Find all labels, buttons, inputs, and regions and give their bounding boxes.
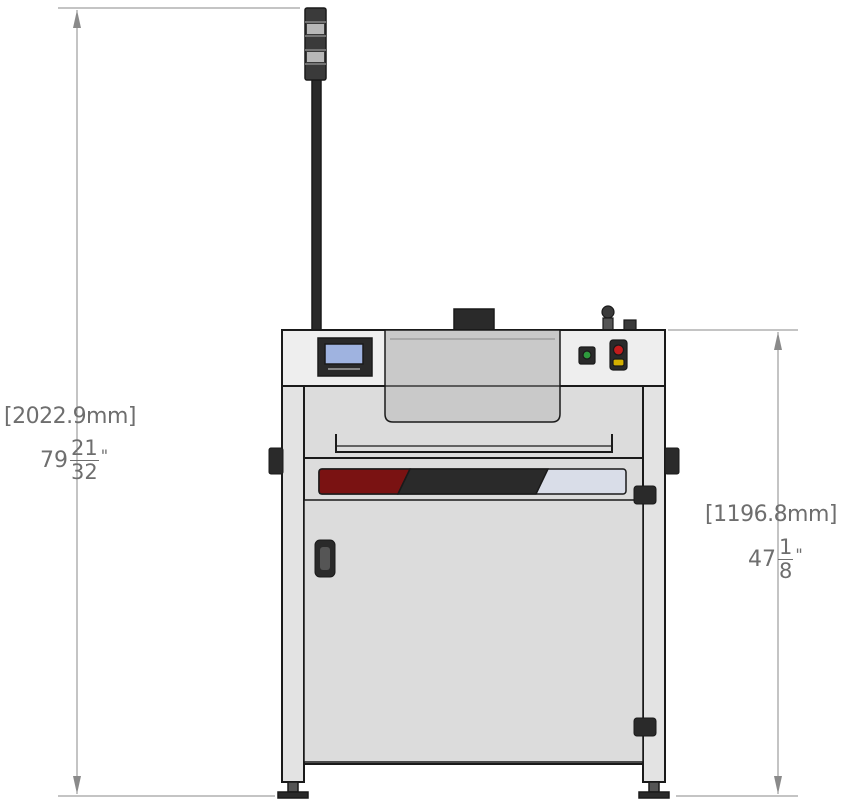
- overall-height-arrow-bottom: [73, 776, 81, 794]
- frame-height-dimension: [668, 329, 798, 797]
- frame-right-post: [642, 329, 666, 783]
- frame-height-inch-unit: ": [795, 545, 803, 564]
- frame-left-post: [281, 329, 305, 783]
- right-side-mount: [664, 447, 680, 475]
- overall-height-inch-label: 79 21 32 ": [40, 438, 108, 483]
- leveling-feet: [277, 781, 670, 799]
- hmi-display: [317, 337, 373, 377]
- frame-height-inch-denominator: 8: [779, 559, 793, 583]
- signal-tower-lamp-stack: [304, 7, 327, 81]
- indicator-lamp: [612, 358, 625, 367]
- frame-height-inch-label: 47 1 8 ": [748, 537, 803, 582]
- frame-height-inch-fraction: 1 8: [778, 535, 794, 583]
- signal-tower-pole: [311, 79, 322, 333]
- operator-buttons: [578, 339, 628, 371]
- frame-height-mm-label: [1196.8mm]: [705, 502, 838, 527]
- load-tray: [335, 434, 613, 453]
- cabinet-door: [303, 499, 644, 763]
- overall-height-dimension: [58, 7, 300, 797]
- overall-height-inch-unit: ": [100, 446, 109, 465]
- door-hinge-lower: [633, 717, 657, 737]
- frame-height-arrow-top: [774, 332, 782, 350]
- overall-height-mm-label: [2022.9mm]: [4, 404, 137, 429]
- frame-height-arrow-bottom: [774, 776, 782, 794]
- overall-height-inch-whole: 79: [40, 448, 68, 473]
- stop-button: [612, 344, 625, 356]
- right-foot-pad: [638, 791, 670, 799]
- left-foot-pad: [277, 791, 309, 799]
- door-hinge-upper: [633, 485, 657, 505]
- overall-height-inch-denominator: 32: [71, 460, 98, 484]
- overall-height-arrow-top: [73, 10, 81, 28]
- overall-height-inch-numerator: 21: [70, 436, 99, 461]
- left-side-mount: [268, 447, 284, 475]
- start-button: [582, 350, 592, 360]
- brand-stripe: [318, 468, 627, 495]
- frame-height-inch-numerator: 1: [778, 535, 794, 560]
- top-exhaust-block: [453, 308, 495, 332]
- frame-height-inch-whole: 47: [748, 547, 776, 572]
- signal-tower: [304, 7, 327, 333]
- hmi-screen: [324, 343, 364, 365]
- overall-height-inch-fraction: 21 32: [70, 438, 99, 483]
- viewing-window: [384, 329, 561, 423]
- emergency-stop-knob: [601, 305, 637, 331]
